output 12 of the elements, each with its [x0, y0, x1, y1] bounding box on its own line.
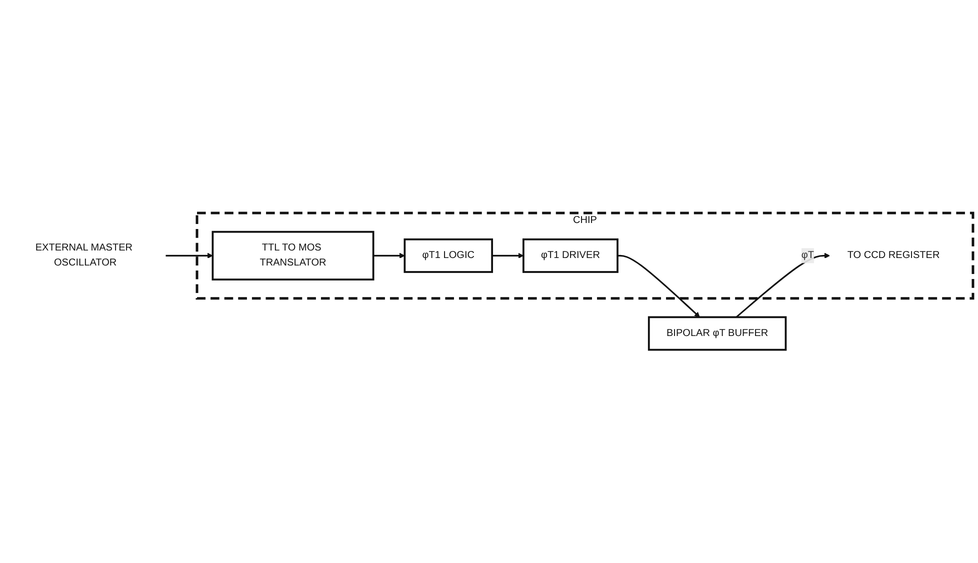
node-box: BIPOLAR φT BUFFER	[648, 316, 787, 351]
arrow	[373, 253, 405, 259]
node-text: TO CCD REGISTER	[847, 250, 940, 261]
arrow	[166, 253, 213, 259]
node-text: EXTERNAL MASTER OSCILLATOR	[35, 242, 133, 268]
arrow	[618, 255, 700, 318]
node-box: φT1 DRIVER	[522, 238, 618, 274]
arrow	[492, 253, 524, 259]
edge-label: φT	[801, 250, 814, 261]
node-box: φT1 LOGIC	[404, 238, 493, 274]
arrow	[736, 253, 830, 318]
node-box: TTL TO MOS TRANSLATOR	[212, 231, 374, 281]
